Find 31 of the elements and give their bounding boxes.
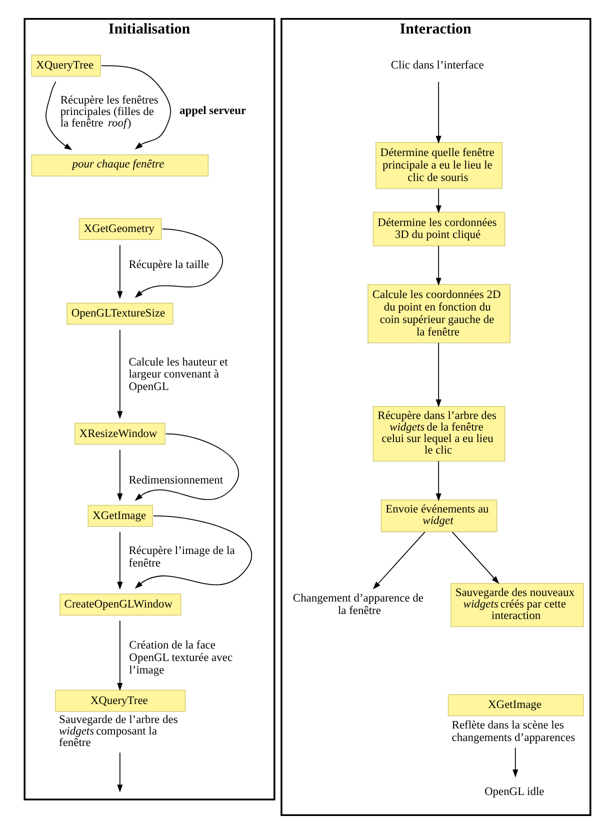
node-label: Reflète dans la scène les changements d’apparences: [452, 720, 576, 744]
node-text: OpenGL idle: [484, 786, 544, 798]
arrow: [436, 188, 442, 214]
edge-label: Récupère les fenêtres principales (filles de la fenêtre roof): [60, 94, 158, 130]
arrow: [100, 65, 172, 150]
edge-label: appel serveur: [180, 105, 246, 118]
arrow: [436, 245, 442, 286]
arrow: [117, 449, 123, 502]
node-label: Sauvegarde de l’arbre des widgets composant la fenêtre: [59, 714, 178, 750]
arrow: [117, 244, 123, 300]
arrow: [117, 620, 123, 691]
edge-label: Récupère l’image de la fenêtre: [128, 545, 235, 570]
arrow: [134, 433, 240, 501]
edge-label: Récupère la taille: [128, 259, 209, 272]
arrow: [117, 531, 123, 590]
edge-label: Calcule les hauteur et largeur convenant à OpenGL: [128, 356, 228, 393]
arrow: [436, 81, 442, 144]
edge-label: Création de la face OpenGL texturée avec l’image: [129, 640, 233, 676]
arrow: [46, 81, 72, 150]
arrow: [134, 515, 252, 589]
arrow: [436, 460, 442, 502]
arrow: [372, 531, 426, 590]
node-text: Clic dans l’interface: [390, 60, 484, 72]
arrow: [117, 752, 123, 793]
arrow: [117, 329, 123, 420]
node-text: Changement d’apparence de la fenêtre: [292, 592, 424, 617]
arrow: [512, 747, 518, 778]
arrow: [452, 531, 500, 584]
arrow: [134, 228, 223, 298]
arrow: [436, 342, 442, 408]
edge-label: Redimensionnement: [128, 474, 224, 487]
